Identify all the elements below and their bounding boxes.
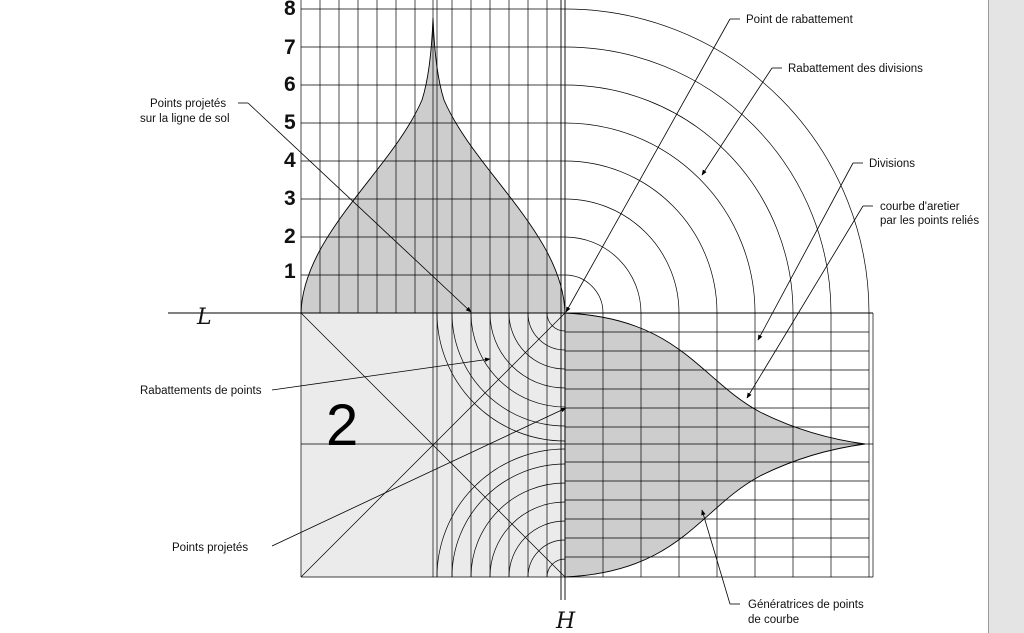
height-labels: 1 2 3 4 5 6 7 8 (284, 0, 296, 283)
label-points-sol-line2: sur la ligne de sol (140, 113, 230, 125)
ground-line-symbol: L (196, 305, 212, 330)
height-label-7: 7 (284, 36, 296, 59)
label-point-rabattement: Point de rabattement (746, 14, 854, 26)
right-sidebar-panel (988, 0, 1024, 633)
label-generatrices-line1: Génératrices de points (748, 599, 864, 611)
height-label-1: 1 (284, 260, 296, 283)
label-rabattements-points: Rabattements de points (140, 385, 262, 397)
label-generatrices-line2: de courbe (748, 614, 799, 626)
stereotomy-drawing: 1 2 3 4 5 6 7 8 2 L H Point de rabatteme… (140, 0, 979, 633)
hip-curve-plan (564, 312, 866, 578)
vertical-axis-symbol: H (555, 609, 576, 633)
division-verticals (602, 313, 870, 577)
label-divisions: Divisions (869, 158, 915, 170)
height-label-2: 2 (284, 225, 296, 248)
label-points-sol-line1: Points projetés (150, 98, 226, 110)
elevation-grid (300, 0, 565, 313)
label-points-projetes: Points projetés (172, 542, 248, 554)
view-number: 2 (326, 393, 358, 458)
leader-lines (238, 18, 873, 605)
main-axes (168, 0, 873, 600)
label-courbe-line2: par les points reliés (880, 215, 979, 227)
label-courbe-line1: courbe d'aretier (880, 201, 960, 213)
height-label-4: 4 (284, 149, 296, 172)
plan-grid (300, 312, 874, 578)
height-label-8: 8 (284, 0, 296, 20)
division-rabattement-arcs (564, 8, 870, 314)
height-label-5: 5 (284, 111, 296, 134)
label-rabattement-divisions: Rabattement des divisions (788, 63, 923, 75)
height-label-3: 3 (284, 187, 296, 210)
leader-rabattements-points (271, 357, 491, 391)
leader-points-projetes (271, 407, 567, 547)
point-rabattement-arcs (436, 312, 566, 578)
height-label-6: 6 (284, 73, 296, 96)
